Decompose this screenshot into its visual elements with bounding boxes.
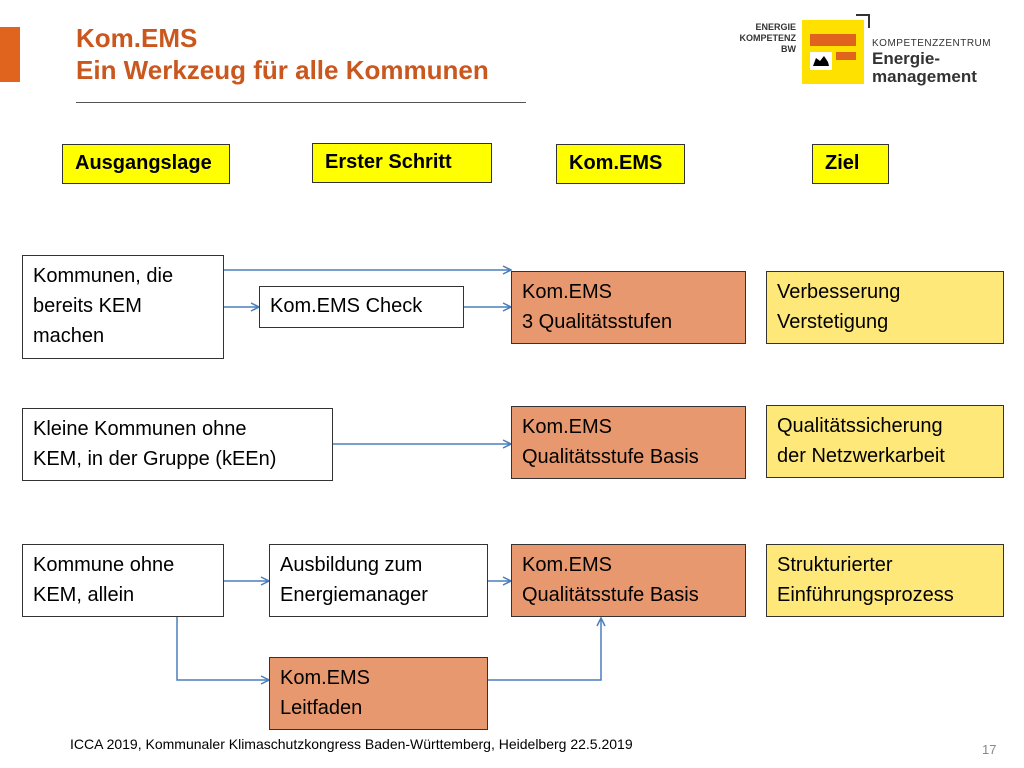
logo-right-big: Energie- management bbox=[872, 49, 977, 86]
box-kom-ems-basis-row3: Kom.EMS Qualitätsstufe Basis bbox=[511, 544, 746, 617]
box-kom-ems-3-qualitaetsstufen: Kom.EMS 3 Qualitätsstufen bbox=[511, 271, 746, 344]
header-ziel: Ziel bbox=[812, 144, 889, 184]
logo-mark bbox=[802, 20, 864, 84]
box-kommunen-bereits-kem: Kommunen, die bereits KEM machen bbox=[22, 255, 224, 359]
box-kommune-ohne-kem: Kommune ohne KEM, allein bbox=[22, 544, 224, 617]
title-line-2: Ein Werkzeug für alle Kommunen bbox=[76, 55, 489, 85]
page-number: 17 bbox=[982, 742, 997, 757]
box-ausbildung-energiemanager: Ausbildung zum Energiemanager bbox=[269, 544, 488, 617]
header-kom-ems: Kom.EMS bbox=[556, 144, 685, 184]
box-kom-ems-leitfaden: Kom.EMS Leitfaden bbox=[269, 657, 488, 730]
logo-left-text: ENERGIE KOMPETENZ BW bbox=[739, 22, 796, 54]
title-underline bbox=[76, 102, 526, 103]
slide-title: Kom.EMS Ein Werkzeug für alle Kommunen bbox=[76, 22, 489, 86]
title-line-1: Kom.EMS bbox=[76, 23, 198, 53]
header-ausgangslage: Ausgangslage bbox=[62, 144, 230, 184]
logo: ENERGIE KOMPETENZ BW KOMPETENZZENTRUM En… bbox=[730, 12, 1000, 92]
box-kom-ems-check: Kom.EMS Check bbox=[259, 286, 464, 328]
header-erster-schritt: Erster Schritt bbox=[312, 143, 492, 183]
box-kleine-kommunen: Kleine Kommunen ohne KEM, in der Gruppe … bbox=[22, 408, 333, 481]
box-qualitaetssicherung: Qualitätssicherung der Netzwerkarbeit bbox=[766, 405, 1004, 478]
accent-bar bbox=[0, 27, 20, 82]
box-kom-ems-basis-row2: Kom.EMS Qualitätsstufe Basis bbox=[511, 406, 746, 479]
footer-text: ICCA 2019, Kommunaler Klimaschutzkongres… bbox=[70, 736, 633, 752]
box-verbesserung-verstetigung: Verbesserung Verstetigung bbox=[766, 271, 1004, 344]
arrow-to-leitfaden bbox=[176, 617, 269, 680]
logo-right-small: KOMPETENZZENTRUM bbox=[872, 38, 992, 49]
box-strukturierter-einfuehrungsprozess: Strukturierter Einführungsprozess bbox=[766, 544, 1004, 617]
logo-corner bbox=[856, 14, 870, 28]
arrow-leitfaden-to-kom bbox=[488, 618, 601, 681]
